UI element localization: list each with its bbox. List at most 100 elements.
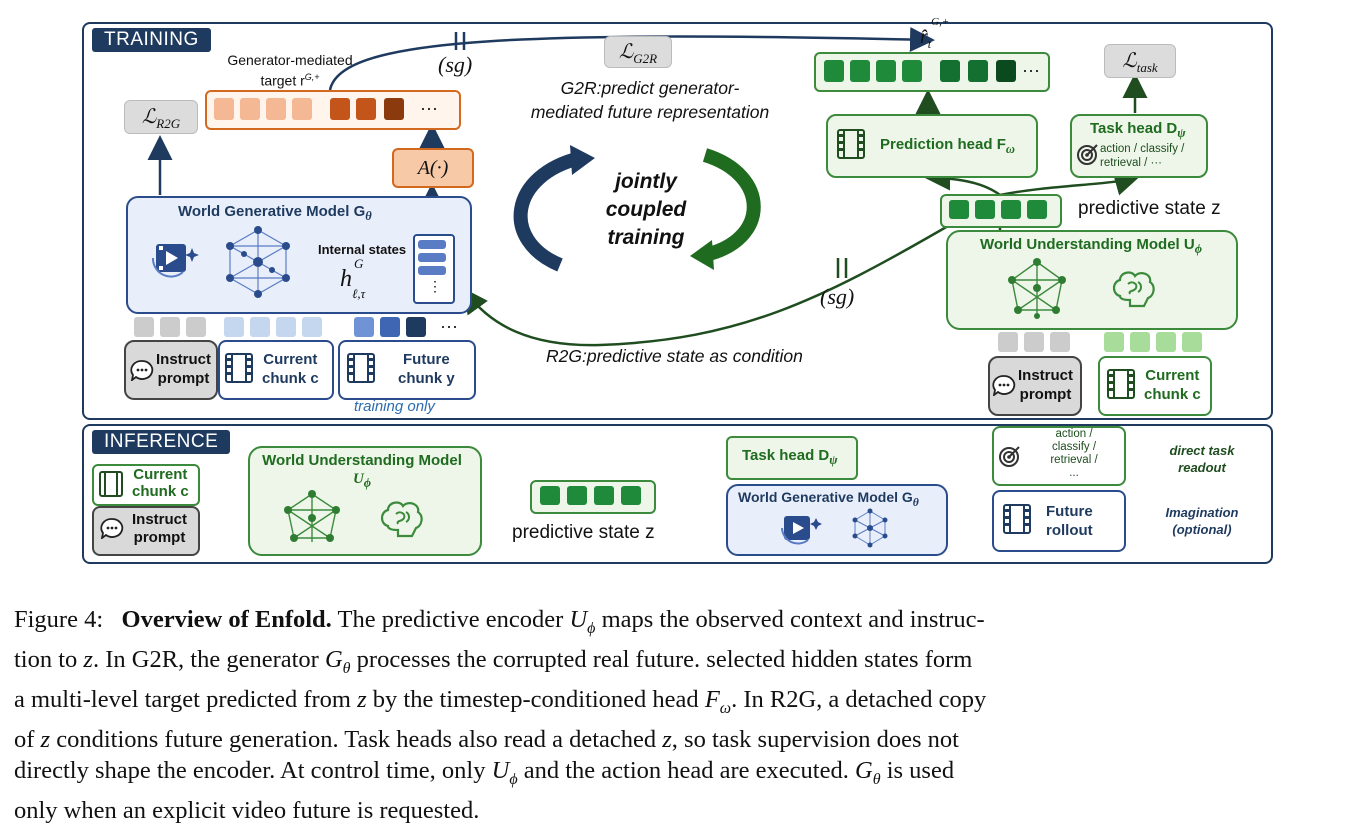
predicted-square bbox=[940, 60, 960, 82]
inf-predictive-state-token bbox=[621, 486, 641, 505]
sg-top: (sg) bbox=[438, 52, 473, 77]
prediction-head-box bbox=[826, 114, 1038, 178]
inf-wgm-title: World Generative Model Gθ bbox=[738, 489, 919, 509]
token-lightgreen bbox=[1104, 332, 1124, 352]
token-lightblue bbox=[250, 317, 270, 337]
instruct-prompt-label: Instruct prompt bbox=[156, 351, 212, 387]
inf-wum-title: World Understanding Model Uϕ bbox=[262, 452, 462, 490]
token-gray bbox=[1024, 332, 1044, 352]
target-square bbox=[240, 98, 260, 120]
caption-bold: Overview of Enfold. bbox=[121, 606, 332, 633]
inf-current-chunk-label: Current chunk c bbox=[132, 466, 189, 500]
stack-layer bbox=[418, 240, 446, 249]
inf-predictive-state-token bbox=[594, 486, 614, 505]
inf-task-head-label: Task head Dψ bbox=[742, 447, 838, 467]
training-only-label: training only bbox=[354, 398, 435, 415]
inf-task-head-box bbox=[726, 436, 858, 480]
brain-icon bbox=[1110, 266, 1156, 312]
stack-layer bbox=[418, 253, 446, 262]
target-square bbox=[266, 98, 286, 120]
prediction-head-label: Prediction head Fω bbox=[880, 136, 1015, 156]
adapter-box: A(·) bbox=[392, 148, 474, 188]
predictive-state-token bbox=[1027, 200, 1047, 219]
predicted-ellipsis: ··· bbox=[1022, 60, 1040, 80]
predicted-square bbox=[902, 60, 922, 82]
task-head-box bbox=[1070, 114, 1208, 178]
film-icon bbox=[1106, 368, 1136, 400]
current-chunk-box-right bbox=[1098, 356, 1212, 416]
chat-bubble-icon bbox=[992, 374, 1016, 398]
stack-layer bbox=[418, 266, 446, 275]
stack-dots: ⋮ bbox=[428, 278, 442, 294]
inf-predictive-state-token bbox=[567, 486, 587, 505]
inference-tag: INFERENCE bbox=[92, 430, 231, 454]
token-gray bbox=[1050, 332, 1070, 352]
green-network-icon bbox=[282, 490, 342, 546]
film-icon bbox=[224, 352, 254, 384]
inf-predictive-state-token bbox=[540, 486, 560, 505]
loss-task: ℒtask bbox=[1104, 44, 1176, 78]
neural-network-icon bbox=[850, 508, 890, 548]
future-chunk-box bbox=[338, 340, 476, 400]
predicted-square bbox=[850, 60, 870, 82]
task-items-label: action / classify / retrieval / ··· bbox=[1100, 143, 1185, 169]
predictive-state-token bbox=[1001, 200, 1021, 219]
inf-predictive-state-label: predictive state z bbox=[512, 522, 655, 543]
video-play-icon bbox=[148, 238, 200, 280]
token-navy bbox=[406, 317, 426, 337]
token-gray bbox=[998, 332, 1018, 352]
inf-future-rollout-box bbox=[992, 490, 1126, 552]
target-square bbox=[214, 98, 234, 120]
wgm-title: World Generative Model Gθ bbox=[178, 203, 372, 223]
target-ellipsis: ··· bbox=[420, 98, 438, 118]
film-icon bbox=[836, 128, 866, 160]
token-lightgreen bbox=[1182, 332, 1202, 352]
predicted-square bbox=[996, 60, 1016, 82]
current-chunk-label-right: Current chunk c bbox=[1144, 367, 1201, 403]
token-gray bbox=[134, 317, 154, 337]
future-chunk-label: Future chunk y bbox=[398, 351, 455, 387]
video-play-icon bbox=[778, 512, 822, 548]
target-icon bbox=[1076, 142, 1100, 166]
token-lightgreen bbox=[1130, 332, 1150, 352]
token-lightblue bbox=[224, 317, 244, 337]
token-gray bbox=[160, 317, 180, 337]
caption-prefix: Figure 4: bbox=[14, 606, 104, 633]
current-chunk-label: Current chunk c bbox=[262, 351, 319, 387]
predicted-square bbox=[968, 60, 988, 82]
g2r-text: G2R:predict generator- mediated future r… bbox=[530, 78, 770, 122]
predicted-square bbox=[824, 60, 844, 82]
chat-bubble-icon bbox=[100, 517, 124, 541]
direct-task-readout-label: direct task readout bbox=[1169, 443, 1235, 475]
jointly-coupled-label: jointly coupled training bbox=[605, 170, 687, 249]
current-chunk-box bbox=[218, 340, 334, 400]
inf-task-output-label: action / classify / retrieval / ... bbox=[1050, 428, 1098, 479]
predictive-state-token bbox=[949, 200, 969, 219]
instruct-prompt-label-right: Instruct prompt bbox=[1018, 367, 1074, 403]
training-tag: TRAINING bbox=[92, 28, 211, 52]
predictive-state-label: predictive state z bbox=[1078, 198, 1221, 219]
wum-title: World Understanding Model Uϕ bbox=[980, 236, 1202, 256]
world-understanding-model bbox=[946, 230, 1238, 330]
sg-mid: (sg) bbox=[820, 284, 855, 309]
r-hat-label: r̂tG,+ bbox=[920, 16, 950, 51]
inf-world-understanding-model bbox=[248, 446, 482, 556]
token-ellipsis: ··· bbox=[440, 316, 458, 336]
figure-caption: Figure 4: Overview of Enfold. The predic… bbox=[14, 606, 987, 824]
target-square bbox=[356, 98, 376, 120]
task-head-label: Task head Dψ bbox=[1090, 120, 1186, 140]
token-blue bbox=[380, 317, 400, 337]
predicted-square bbox=[876, 60, 896, 82]
target-icon bbox=[998, 444, 1022, 468]
imagination-label: Imagination (optional) bbox=[1165, 505, 1239, 537]
film-icon bbox=[98, 470, 124, 498]
token-blue bbox=[354, 317, 374, 337]
token-lightgreen bbox=[1156, 332, 1176, 352]
brain-icon bbox=[378, 496, 423, 540]
inf-future-rollout-label: Future rollout bbox=[1046, 503, 1093, 539]
predictive-state-token bbox=[975, 200, 995, 219]
target-square bbox=[330, 98, 350, 120]
token-lightblue bbox=[302, 317, 322, 337]
target-square bbox=[292, 98, 312, 120]
